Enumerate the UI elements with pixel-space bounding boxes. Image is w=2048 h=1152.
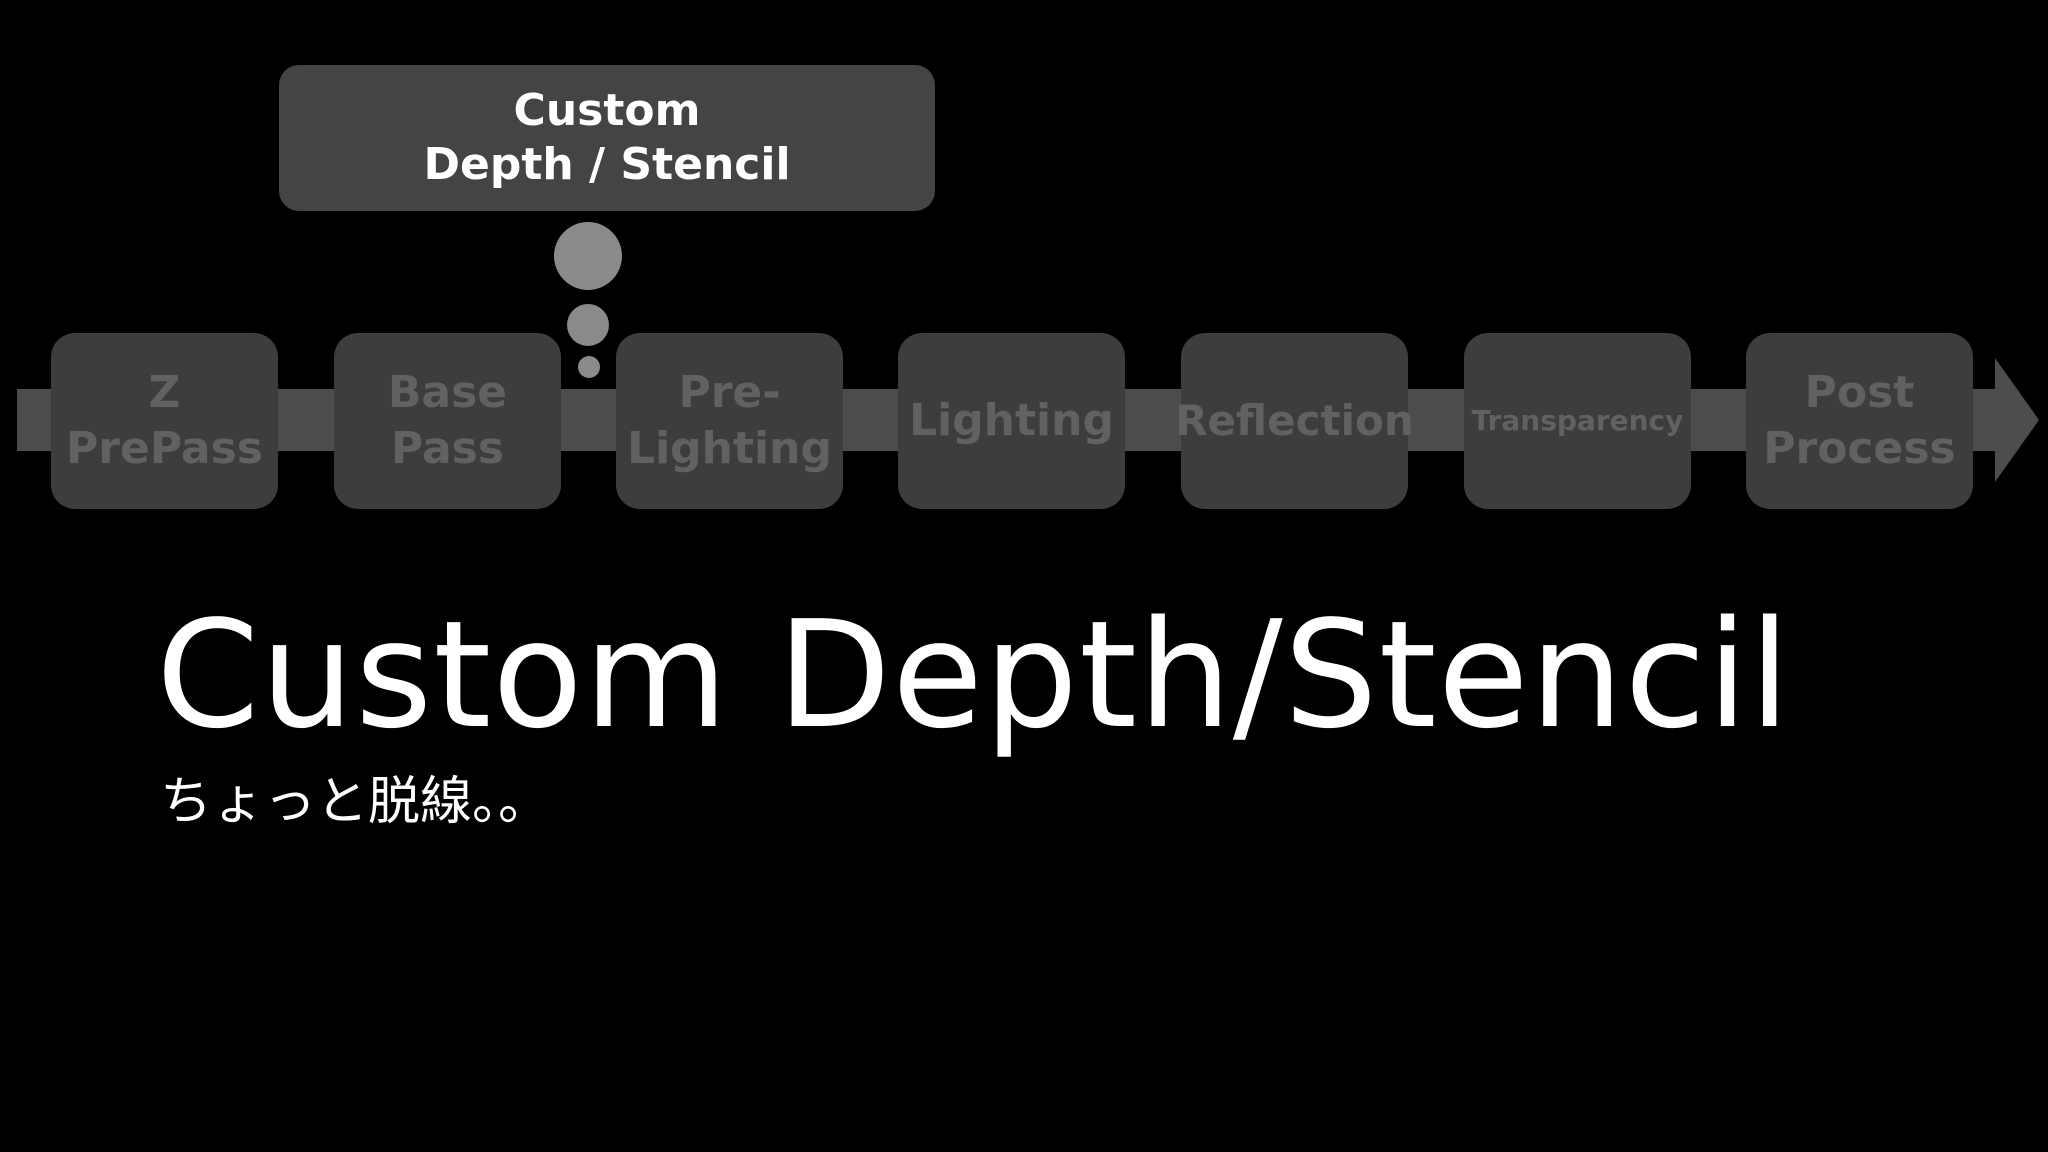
thought-bubble-medium: [567, 304, 609, 346]
stage-post-process: Post Process: [1746, 333, 1973, 509]
stage-reflection: Reflection: [1175, 333, 1414, 509]
thought-bubble-large: [554, 222, 622, 290]
callout-custom-depth-stencil: Custom Depth / Stencil: [279, 65, 935, 211]
slide-subtitle: ちょっと脱線。。: [160, 772, 551, 832]
stage-base-pass: Base Pass: [334, 333, 561, 509]
pipeline-arrow-head: [1995, 358, 2039, 482]
stage-lighting: Lighting: [898, 333, 1125, 509]
thought-bubble-small: [578, 356, 600, 378]
stage-transparency: Transparency: [1464, 333, 1691, 509]
stage-pre-lighting: Pre- Lighting: [616, 333, 843, 509]
stage-z-prepass: Z PrePass: [51, 333, 278, 509]
slide-title: Custom Depth/Stencil: [156, 589, 1792, 761]
